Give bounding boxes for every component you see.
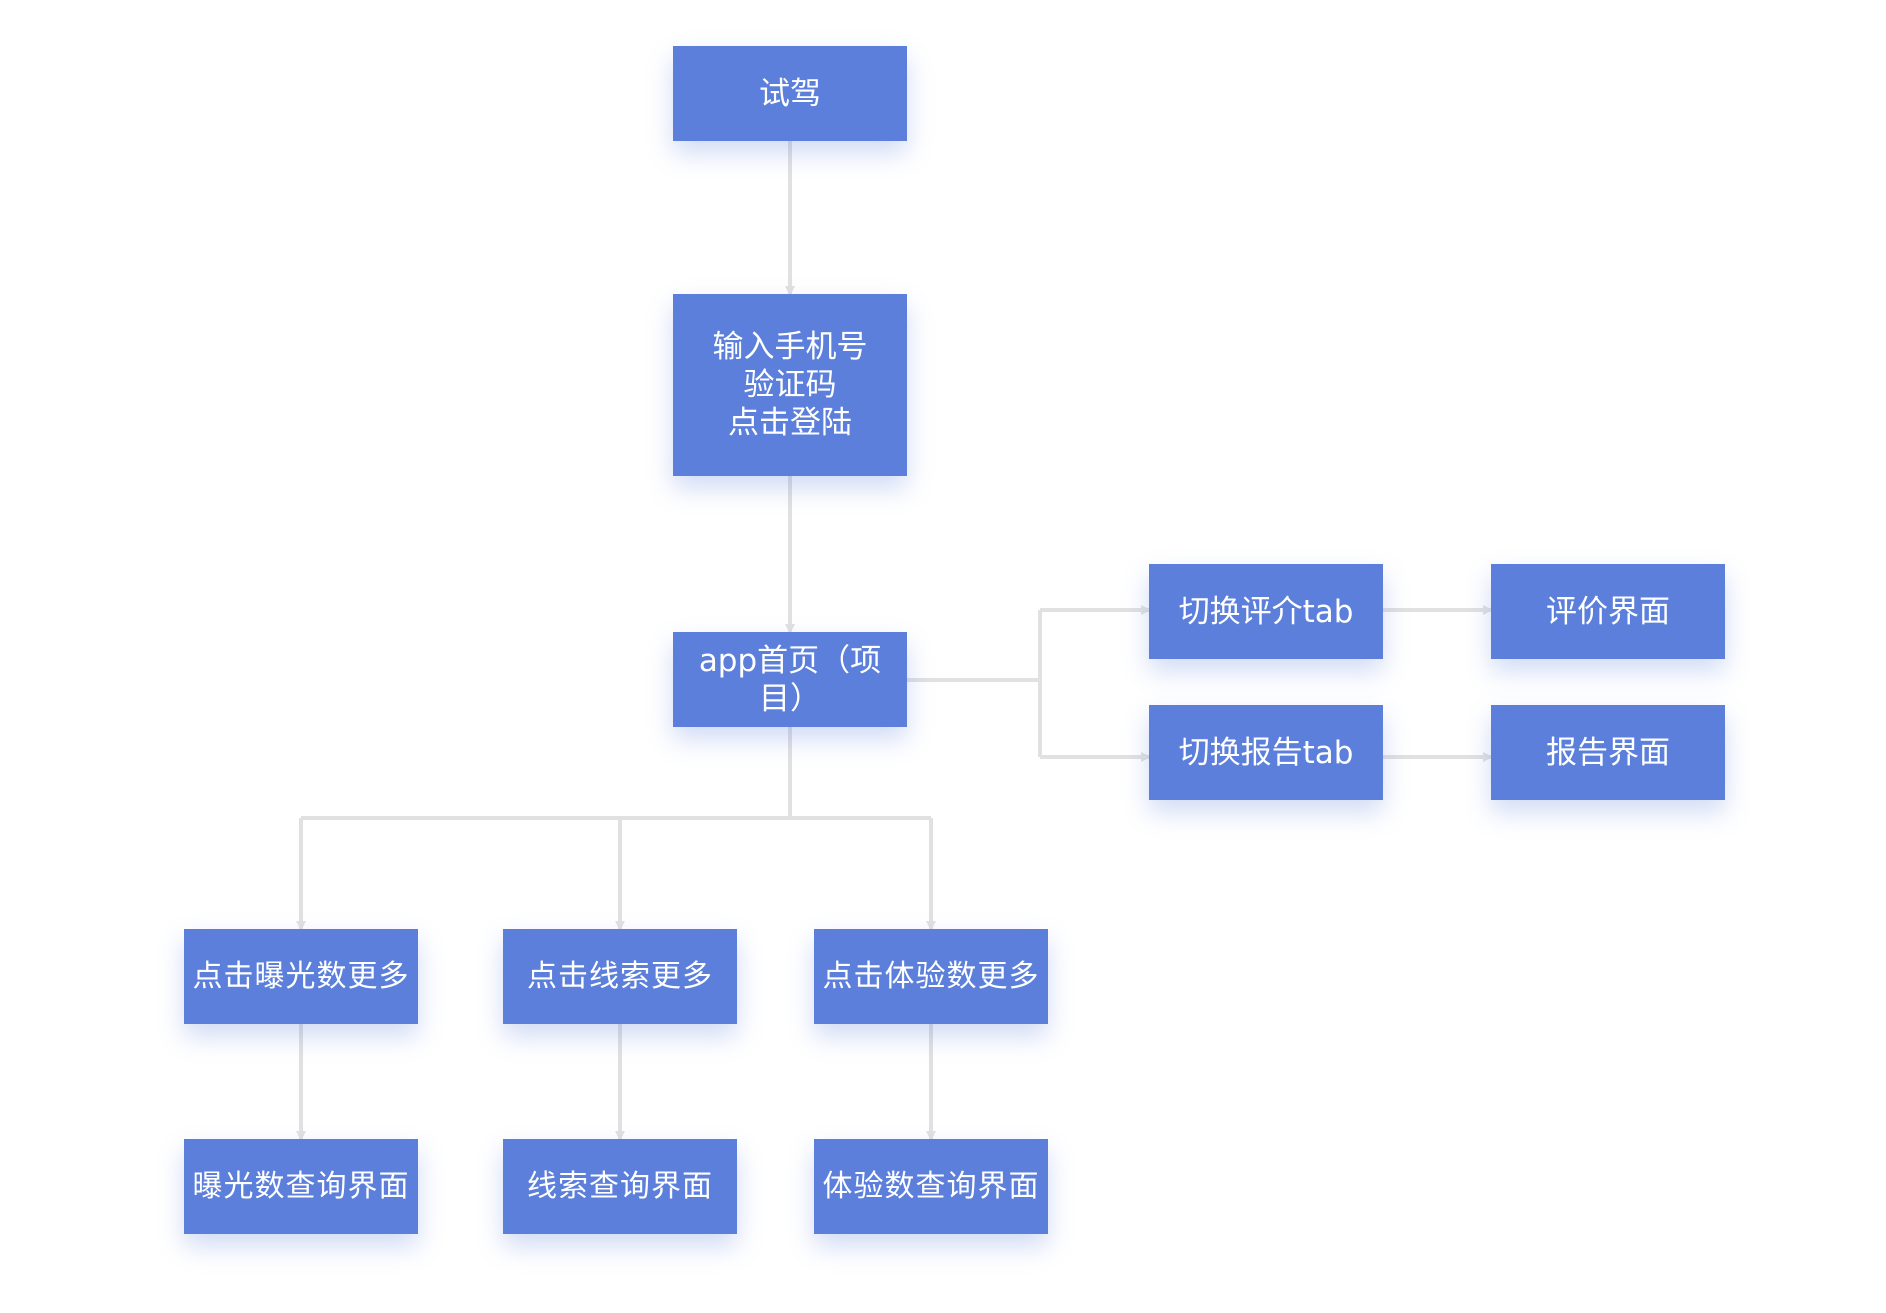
node-exposure-page: 曝光数查询界面 xyxy=(184,1139,418,1234)
node-login: 输入手机号 验证码 点击登陆 xyxy=(673,294,907,476)
node-app-home: app首页（项目） xyxy=(673,632,907,727)
node-trial-page: 体验数查询界面 xyxy=(814,1139,1048,1234)
node-report-page: 报告界面 xyxy=(1491,705,1725,800)
node-tab-report: 切换报告tab xyxy=(1149,705,1383,800)
node-eval-page: 评价界面 xyxy=(1491,564,1725,659)
node-click-trial: 点击体验数更多 xyxy=(814,929,1048,1024)
node-shijia: 试驾 xyxy=(673,46,907,141)
node-click-exposure: 点击曝光数更多 xyxy=(184,929,418,1024)
node-tab-eval: 切换评介tab xyxy=(1149,564,1383,659)
node-click-leads: 点击线索更多 xyxy=(503,929,737,1024)
node-leads-page: 线索查询界面 xyxy=(503,1139,737,1234)
